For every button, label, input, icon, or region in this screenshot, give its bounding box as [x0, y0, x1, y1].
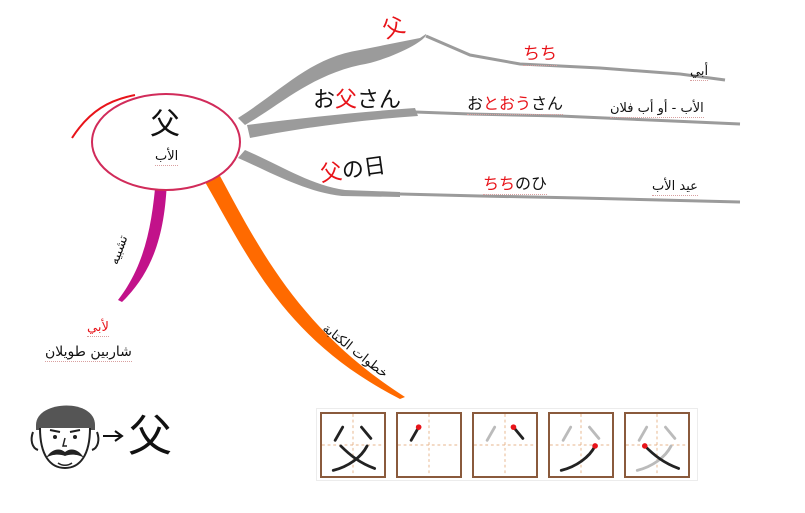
- middle-meaning: الأب - أو أب فلان: [610, 101, 704, 118]
- middle-reading-suffix: さん: [531, 94, 564, 113]
- bottom-reading-suffix: のひ: [515, 174, 548, 193]
- mnemonic-title: لأبي: [87, 320, 109, 337]
- stroke-full-kanji: [322, 414, 384, 476]
- decorative-swoosh: [71, 94, 136, 139]
- top-meaning: أبي: [690, 64, 709, 81]
- top-reading: ちち: [523, 44, 557, 66]
- stroke-cell-3: [548, 412, 614, 478]
- stroke-cell-1: [396, 412, 462, 478]
- middle-reading: おとおうさん: [467, 94, 564, 115]
- mnemonic-branch: [118, 178, 167, 302]
- bottom-meaning: عيد الأب: [652, 179, 698, 196]
- top-branch-line: [425, 34, 726, 82]
- bottom-branch-line: [399, 192, 741, 204]
- stroke-order-branch: [205, 176, 405, 399]
- father-face-icon: [30, 405, 100, 470]
- center-meaning: الأب: [155, 149, 179, 166]
- middle-word-kanji: 父: [335, 88, 358, 113]
- middle-branch-line: [414, 110, 741, 126]
- bottom-reading-highlight: ちち: [483, 174, 516, 193]
- stroke-cell-2: [472, 412, 538, 478]
- middle-reading-highlight: とおう: [483, 94, 532, 113]
- top-branch: [238, 34, 427, 125]
- stroke-cell-4: [624, 412, 690, 478]
- stroke-cell-full: [320, 412, 386, 478]
- arrow-icon: [103, 430, 124, 442]
- middle-word-suffix: さん: [357, 88, 402, 113]
- bottom-reading: ちちのひ: [483, 174, 548, 195]
- middle-branch: [247, 108, 418, 138]
- bottom-branch: [238, 150, 400, 197]
- stroke-order-panel: [317, 409, 697, 480]
- middle-word: お父さん: [313, 90, 401, 112]
- mnemonic-kanji: 父: [128, 411, 172, 462]
- center-node-ellipse: [91, 93, 241, 191]
- middle-word-prefix: お: [313, 88, 336, 113]
- center-kanji: 父: [150, 107, 180, 142]
- mnemonic-text: شاربين طويلان: [45, 344, 132, 362]
- middle-reading-prefix: お: [467, 94, 484, 113]
